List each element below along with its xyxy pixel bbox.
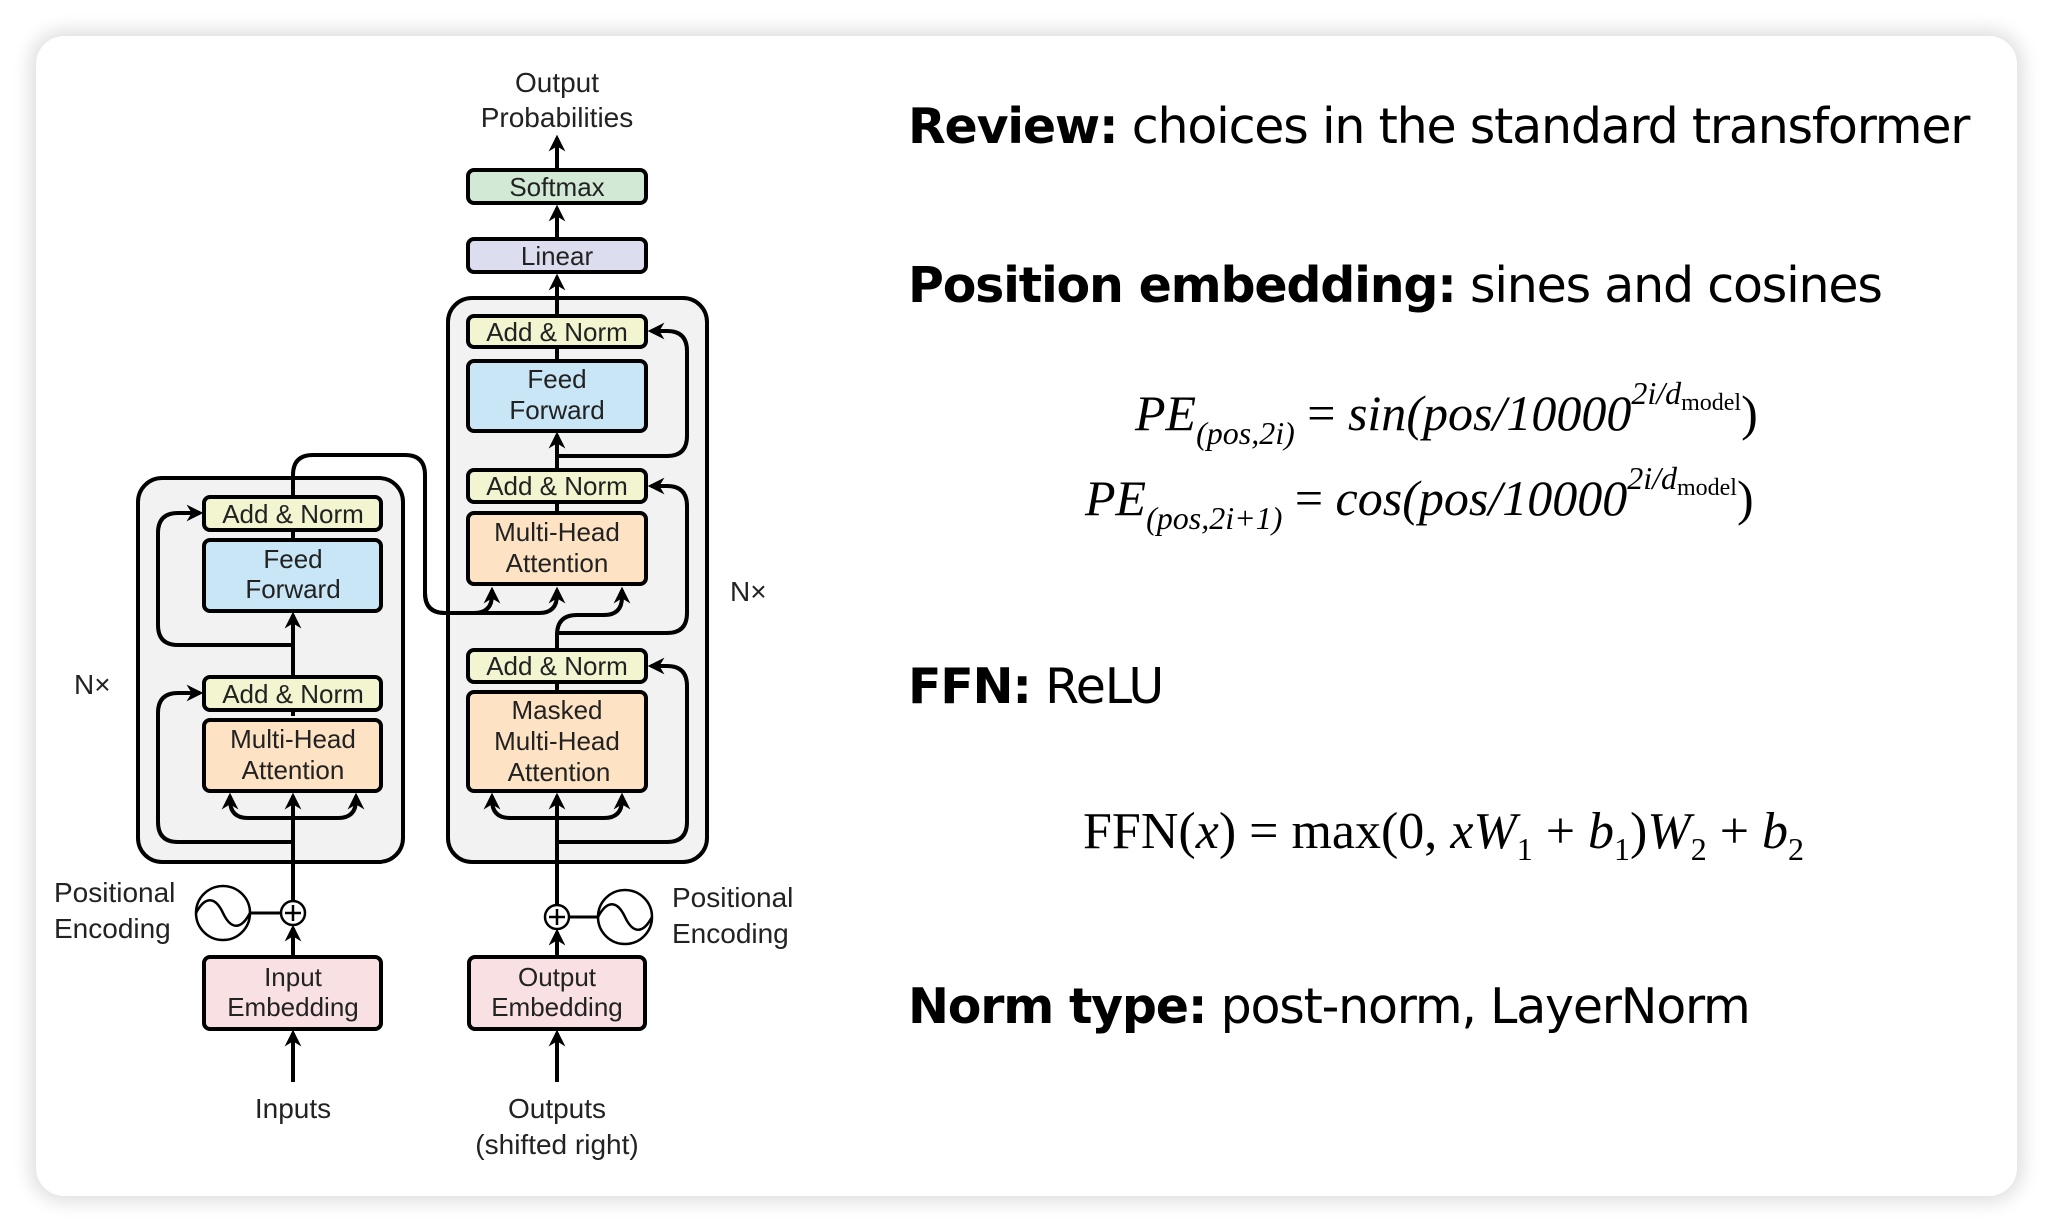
ffn-close: ) (1630, 803, 1648, 860)
decoder-attention-label-1: Multi-Head (494, 517, 620, 547)
heading-ffn-text: ReLU (1030, 658, 1164, 715)
decoder-masked-multi-head-attention (466, 690, 648, 793)
ffn-xw: xW (1450, 803, 1517, 860)
heading-norm-bold: Norm type: (908, 978, 1207, 1035)
encoder-repeat-label: N× (74, 669, 111, 700)
encoder-attention-label-1: Multi-Head (230, 724, 356, 754)
decoder-add-norm-top-label: Add & Norm (486, 317, 628, 347)
decoder-positional-encoding-label-2: Encoding (672, 918, 789, 949)
encoder-stack-box (136, 476, 405, 864)
encoder-positional-encoding-label-1: Positional (54, 877, 175, 908)
heading-position-text: sines and cosines (1455, 257, 1883, 314)
encoder-multi-head-attention (202, 718, 383, 793)
input-embedding-label-1: Input (264, 962, 323, 992)
outputs-label-2: (shifted right) (475, 1129, 638, 1160)
decoder-add-norm-top (466, 314, 648, 349)
decoder-multi-head-attention (466, 511, 648, 586)
input-embedding-label-2: Embedding (227, 992, 359, 1022)
ffn-sub-4: 2 (1788, 831, 1805, 867)
encoder-feed-forward-label-2: Forward (245, 574, 340, 604)
pe-cos-exp-sub: model (1676, 475, 1737, 501)
heading-review-bold: Review: (908, 98, 1119, 155)
ffn-w2: W (1647, 803, 1691, 860)
encoder-attention-label-2: Attention (242, 755, 345, 785)
ffn-mid: ) = max(0, (1218, 803, 1451, 860)
pe-cos-arg: (pos/10000 (1402, 470, 1628, 526)
heading-position-bold: Position embedding: (908, 257, 1457, 314)
heading-ffn-bold: FFN: (908, 658, 1032, 715)
inputs-label: Inputs (255, 1093, 331, 1124)
pe-sin-exp-sub: model (1681, 390, 1742, 416)
pe-cos-fn: cos (1335, 470, 1403, 526)
output-probabilities-label-1: Output (515, 67, 599, 98)
decoder-feed-forward-label-1: Feed (527, 364, 586, 394)
ffn-b2: b (1762, 803, 1789, 860)
linear-label: Linear (521, 241, 594, 271)
heading-review-text: choices in the standard transformer (1117, 98, 1971, 155)
encoder-positional-encoding-label-2: Encoding (54, 913, 171, 944)
decoder-add-norm-bottom-label: Add & Norm (486, 651, 628, 681)
decoder-sine-wave-icon (596, 888, 654, 946)
decoder-add-norm-mid (466, 468, 648, 504)
encoder-sine-wave-icon (194, 884, 252, 942)
output-probabilities-label-2: Probabilities (481, 102, 634, 133)
output-embedding-label-1: Output (518, 962, 597, 992)
encoder-feed-forward (202, 538, 383, 613)
encoder-feed-forward-label-1: Feed (263, 544, 322, 574)
ffn-sub-3: 2 (1690, 831, 1707, 867)
decoder-repeat-label: N× (730, 576, 767, 607)
heading-review: Review: choices in the standard transfor… (908, 98, 1971, 155)
decoder-stack: Add & Norm Feed Forward Add & Norm Multi… (423, 67, 793, 1160)
decoder-masked-attention-label-1: Masked (511, 695, 602, 725)
pe-sin-eq: = (1294, 385, 1348, 441)
pe-sin-lhs-sub: (pos,2i) (1196, 415, 1295, 451)
ffn-var: x (1195, 803, 1219, 860)
pe-cos-eq: = (1282, 470, 1336, 526)
pe-sin-close: ) (1741, 385, 1758, 441)
pe-sin-arg: (pos/10000 (1406, 385, 1632, 441)
decoder-add-norm-mid-label: Add & Norm (486, 471, 628, 501)
decoder-add-norm-bottom (466, 648, 648, 684)
heading-ffn: FFN: ReLU (908, 658, 1164, 715)
formula-pe-cos: PE(pos,2i+1) = cos(pos/100002i/dmodel) (1085, 462, 1754, 534)
ffn-sub-2: 1 (1614, 831, 1631, 867)
formula-pe-sin: PE(pos,2i) = sin(pos/100002i/dmodel) (1135, 377, 1758, 449)
decoder-attention-label-2: Attention (506, 548, 609, 578)
output-embedding (467, 955, 647, 1031)
outputs-label-1: Outputs (508, 1093, 606, 1124)
decoder-feed-forward (466, 359, 648, 433)
pe-cos-lhs-sub: (pos,2i+1) (1146, 500, 1283, 536)
pe-cos-close: ) (1736, 470, 1754, 526)
pe-sin-lhs: PE (1135, 385, 1197, 441)
encoder-add-norm-top-label: Add & Norm (222, 499, 364, 529)
softmax-label: Softmax (509, 172, 604, 202)
input-embedding (202, 955, 383, 1031)
decoder-positional-encoding-label-1: Positional (672, 882, 793, 913)
linear-block (466, 237, 648, 274)
encoder-stack: Add & Norm Feed Forward Add & Norm Multi… (54, 453, 566, 1124)
decoder-feed-forward-label-2: Forward (509, 395, 604, 425)
heading-norm-text: post-norm, LayerNorm (1206, 978, 1751, 1035)
pe-sin-exp: 2i/d (1631, 375, 1682, 411)
heading-position-embedding: Position embedding: sines and cosines (908, 257, 1883, 314)
heading-norm-type: Norm type: post-norm, LayerNorm (908, 978, 1751, 1035)
encoder-add-norm-top (202, 495, 383, 532)
ffn-plus-1: + (1532, 803, 1589, 860)
encoder-add-norm-bottom-label: Add & Norm (222, 679, 364, 709)
pe-cos-exp: 2i/d (1627, 460, 1677, 496)
decoder-masked-attention-label-2: Multi-Head (494, 726, 620, 756)
ffn-plus-2: + (1706, 803, 1763, 860)
softmax-block (466, 168, 648, 205)
pe-sin-fn: sin (1347, 385, 1407, 441)
output-embedding-label-2: Embedding (491, 992, 623, 1022)
ffn-b1: b (1588, 803, 1615, 860)
pe-cos-lhs: PE (1085, 470, 1147, 526)
ffn-sub-1: 1 (1516, 831, 1533, 867)
ffn-name: FFN( (1083, 803, 1196, 860)
encoder-add-norm-bottom (202, 675, 383, 712)
decoder-masked-attention-label-3: Attention (508, 757, 611, 787)
formula-ffn: FFN(x) = max(0, xW1 + b1)W2 + b2 (1083, 802, 1804, 865)
